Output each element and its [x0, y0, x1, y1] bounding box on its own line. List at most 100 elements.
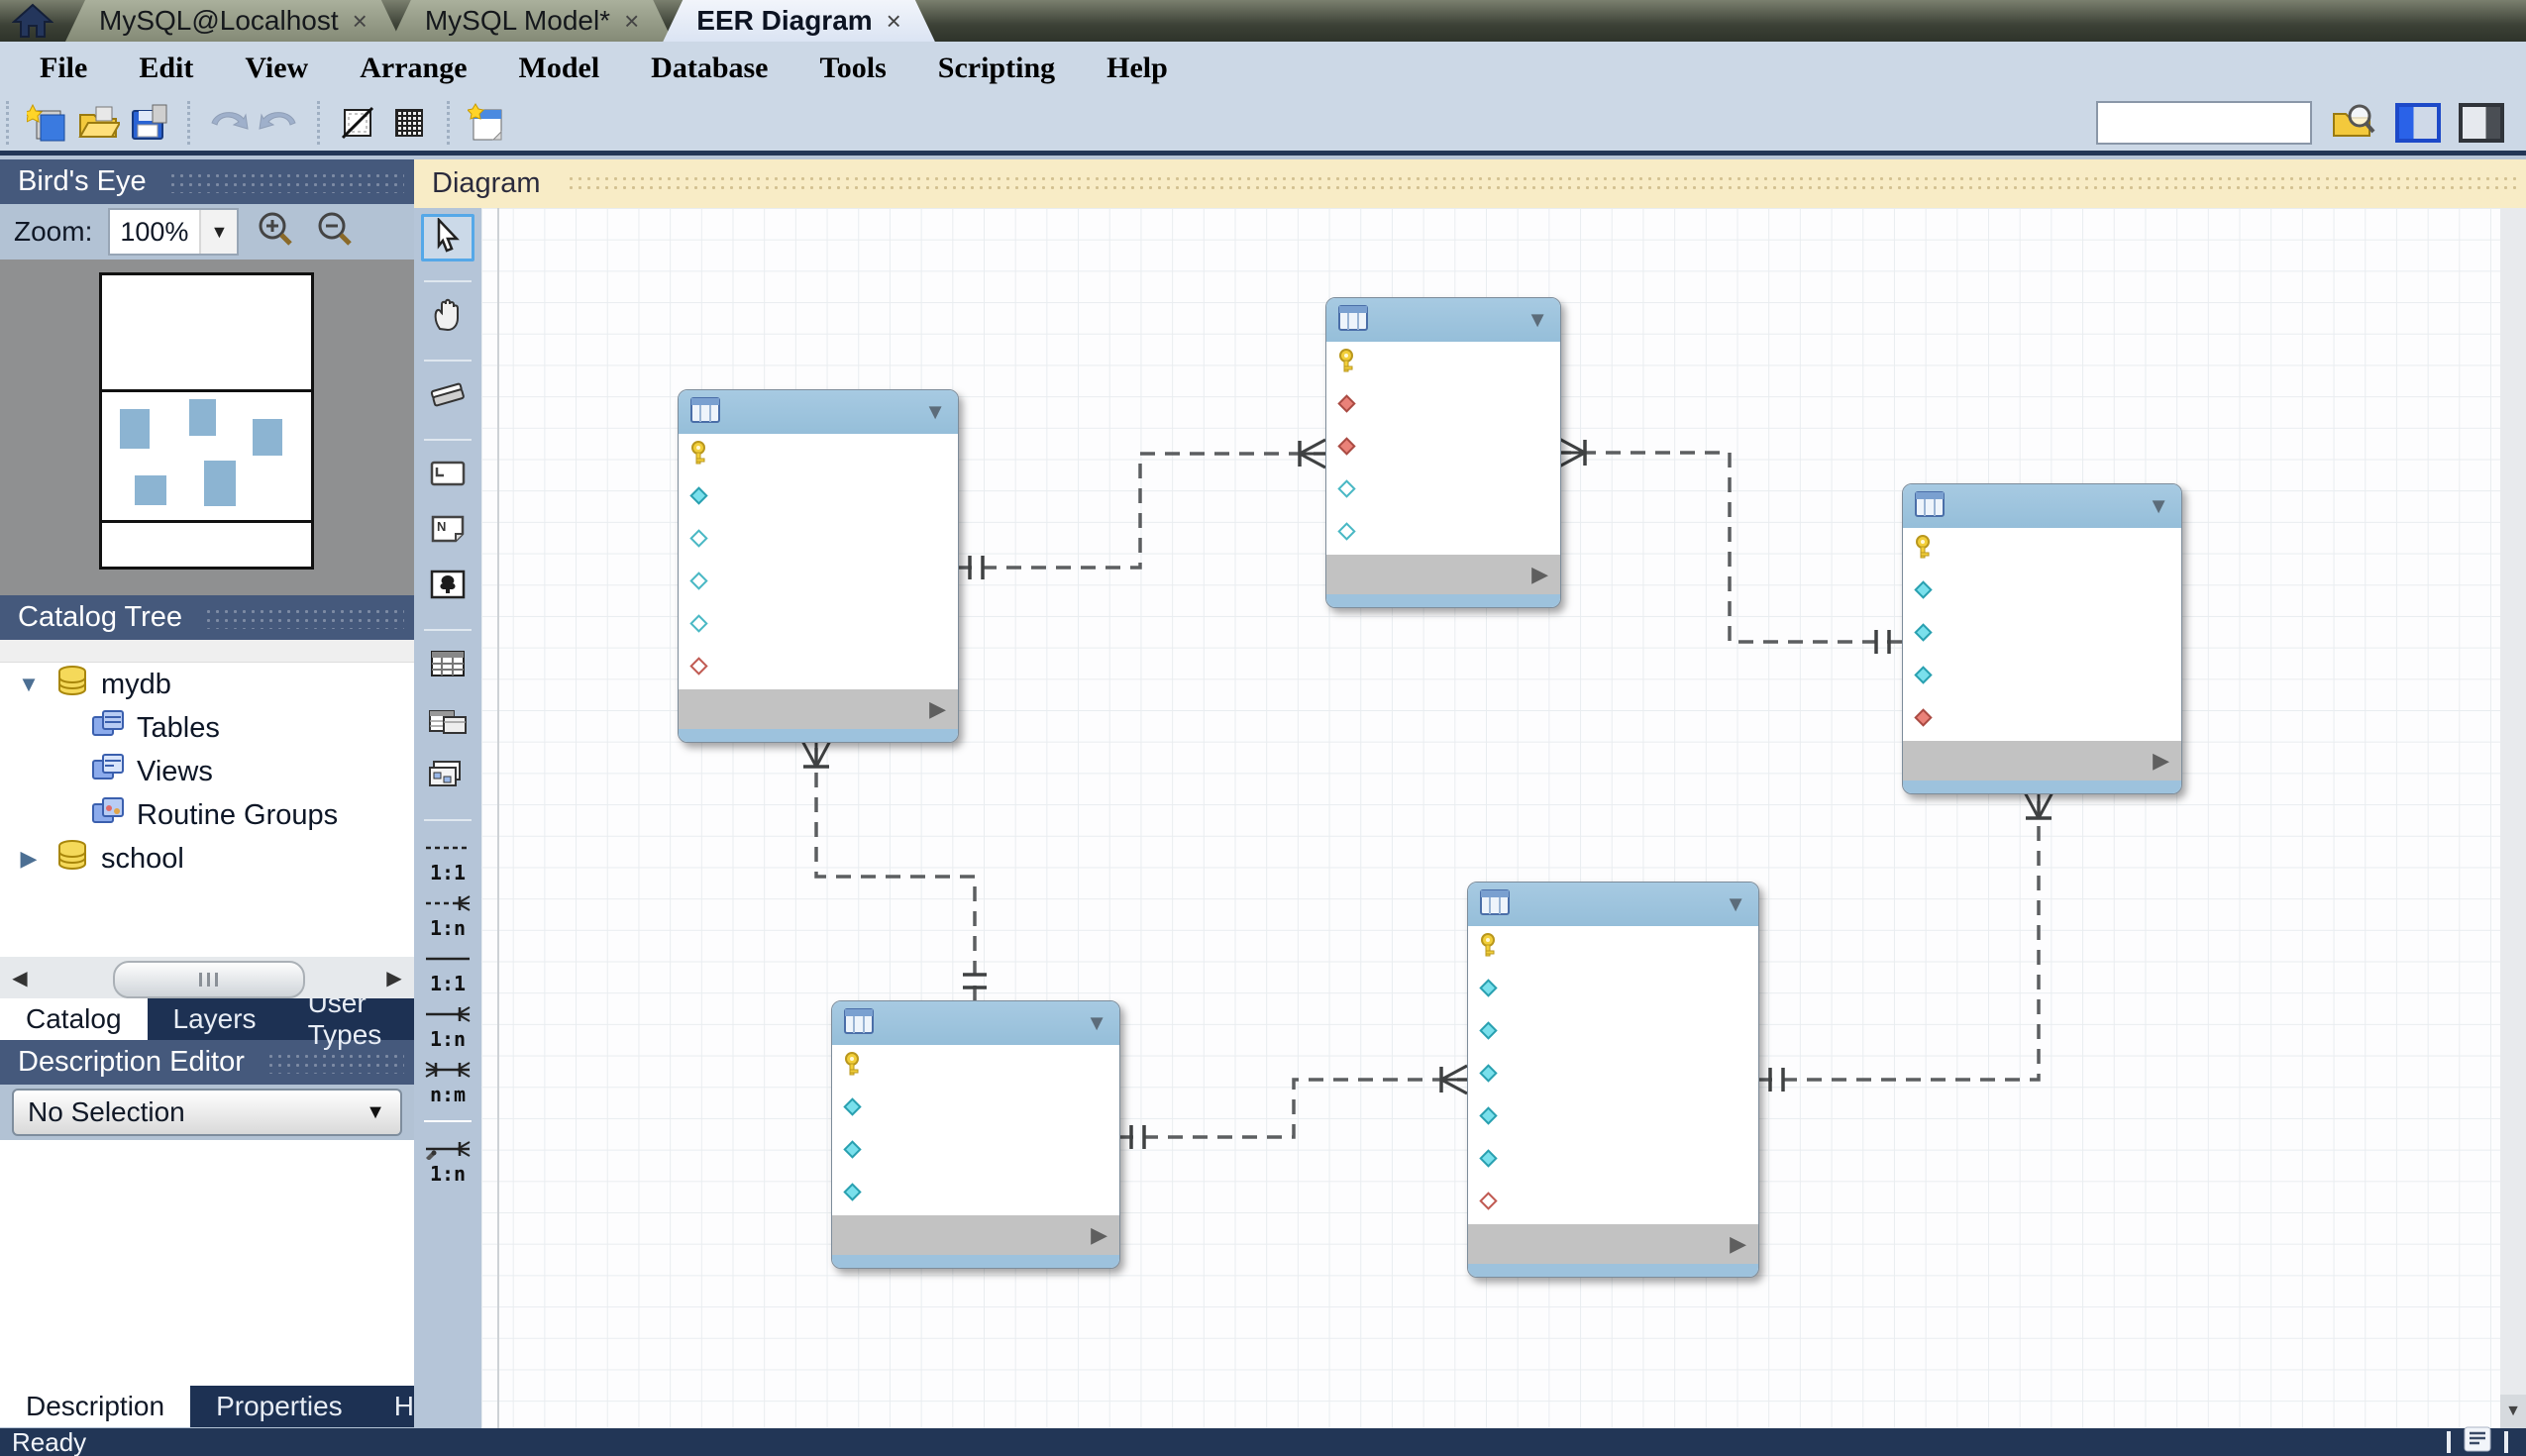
toggle-left-panel-button[interactable] [2395, 103, 2441, 143]
table-column[interactable] [679, 434, 958, 476]
table-column[interactable] [1326, 427, 1560, 469]
toggle-grid-icon[interactable] [383, 101, 435, 145]
table-column[interactable] [679, 647, 958, 689]
table-column[interactable] [679, 519, 958, 562]
close-icon[interactable]: × [624, 6, 639, 37]
zoom-dropdown-arrow-icon[interactable]: ▼ [199, 210, 237, 254]
menu-view[interactable]: View [219, 42, 334, 95]
collapse-caret-icon[interactable]: ▼ [1086, 1010, 1107, 1036]
tree-item-school[interactable]: ▶ school [0, 837, 414, 881]
collapse-caret-icon[interactable]: ▼ [2148, 493, 2169, 519]
zoom-select[interactable]: 100% ▼ [108, 208, 239, 256]
collapse-caret-icon[interactable]: ▼ [1725, 891, 1746, 917]
indexes-bar[interactable]: ▶ [1326, 555, 1560, 594]
table-column[interactable] [1468, 1139, 1758, 1182]
tool-rel-1-1-identifying[interactable]: 1:1 [421, 943, 474, 998]
collapse-caret-icon[interactable]: ▼ [924, 399, 946, 425]
table-column[interactable] [832, 1088, 1119, 1130]
search-icon[interactable] [2330, 100, 2377, 147]
table-tb_teacher[interactable]: ▼ ▶ [1467, 882, 1759, 1278]
table-header[interactable]: ▼ [832, 1001, 1119, 1045]
tab-catalog[interactable]: Catalog [0, 998, 148, 1040]
close-icon[interactable]: × [887, 6, 901, 37]
tool-rel-1-1-non-identifying[interactable]: 1:1 [421, 832, 474, 887]
relationship-tb_course-tb_record[interactable] [1559, 439, 1902, 654]
tool-place-image[interactable] [421, 563, 474, 610]
close-icon[interactable]: × [353, 6, 368, 37]
table-column[interactable] [832, 1130, 1119, 1173]
save-model-icon[interactable] [124, 101, 175, 145]
toggle-right-panel-button[interactable] [2459, 103, 2504, 143]
tool-place-note[interactable]: N [421, 507, 474, 555]
tool-rel-1-n-identifying[interactable]: 1:n [421, 998, 474, 1054]
expand-arrow-icon[interactable]: ▶ [1091, 1222, 1107, 1248]
collapse-caret-icon[interactable]: ▼ [1526, 307, 1548, 333]
indexes-bar[interactable]: ▶ [832, 1215, 1119, 1255]
indexes-bar[interactable]: ▶ [679, 689, 958, 729]
indexes-bar[interactable]: ▶ [1903, 741, 2181, 780]
tab-description[interactable]: Description [0, 1386, 190, 1427]
tool-place-routine-group[interactable] [421, 753, 474, 800]
table-column[interactable] [1468, 1054, 1758, 1096]
table-header[interactable]: ▼ [1903, 484, 2181, 528]
table-column[interactable] [1468, 926, 1758, 969]
table-header[interactable]: ▼ [1326, 298, 1560, 342]
menu-arrange[interactable]: Arrange [334, 42, 492, 95]
menu-edit[interactable]: Edit [113, 42, 219, 95]
tab-properties[interactable]: Properties [190, 1386, 368, 1427]
tool-place-layer[interactable] [421, 452, 474, 499]
table-tb_student[interactable]: ▼ ▶ [678, 389, 959, 743]
relationship-tb_student-tb_record[interactable] [957, 440, 1325, 579]
menu-help[interactable]: Help [1081, 42, 1194, 95]
zoom-in-icon[interactable] [255, 210, 298, 255]
relationship-tb_college-tb_teacher[interactable] [1118, 1066, 1467, 1149]
table-column[interactable] [832, 1045, 1119, 1088]
tool-rel-1-n-existing-columns[interactable]: 1:n [421, 1133, 474, 1189]
table-column[interactable] [1468, 1182, 1758, 1224]
tab-layers[interactable]: Layers [148, 998, 282, 1040]
expand-arrow-icon[interactable]: ▶ [1730, 1231, 1746, 1257]
indexes-bar[interactable]: ▶ [1468, 1224, 1758, 1264]
window-tab-eer-diagram[interactable]: EER Diagram × [663, 0, 935, 42]
relationship-tb_teacher-tb_course[interactable] [1757, 792, 2052, 1092]
zoom-out-icon[interactable] [314, 210, 358, 255]
scroll-track[interactable] [40, 957, 374, 998]
tool-delete[interactable] [421, 372, 474, 420]
new-diagram-icon[interactable] [462, 101, 513, 145]
table-column[interactable] [1903, 571, 2181, 613]
table-column[interactable] [679, 604, 958, 647]
home-tab[interactable] [0, 0, 65, 42]
table-tb_course[interactable]: ▼ ▶ [1902, 483, 2182, 794]
expander-right-icon[interactable]: ▶ [14, 846, 44, 872]
birds-eye-minimap[interactable] [0, 260, 414, 595]
tree-item-routine-groups[interactable]: Routine Groups [0, 793, 414, 837]
minimap-page[interactable] [99, 272, 314, 570]
expand-arrow-icon[interactable]: ▶ [929, 696, 946, 722]
tool-place-view[interactable] [421, 697, 474, 745]
tree-item-tables[interactable]: Tables [0, 706, 414, 750]
table-column[interactable] [1326, 384, 1560, 427]
description-text-area[interactable] [0, 1140, 414, 1386]
table-header[interactable]: ▼ [1468, 883, 1758, 926]
tool-rel-1-n-non-identifying[interactable]: 1:n [421, 887, 474, 943]
table-column[interactable] [1326, 512, 1560, 555]
menu-tools[interactable]: Tools [794, 42, 912, 95]
undo-icon[interactable] [202, 101, 254, 145]
window-tab-mysql-model-[interactable]: MySQL Model* × [391, 0, 673, 42]
table-column[interactable] [832, 1173, 1119, 1215]
diagram-canvas[interactable]: ▼ ▶ ▼ [481, 208, 2500, 1428]
expand-arrow-icon[interactable]: ▶ [2153, 748, 2169, 774]
table-column[interactable] [1468, 969, 1758, 1011]
table-column[interactable] [1468, 1011, 1758, 1054]
relationship-tb_college-tb_student[interactable] [802, 741, 987, 1000]
new-document-icon[interactable] [21, 101, 72, 145]
menu-file[interactable]: File [14, 42, 113, 95]
scroll-left-icon[interactable]: ◀ [0, 957, 40, 998]
toggle-grid-snap-icon[interactable] [332, 101, 383, 145]
redo-icon[interactable] [254, 101, 305, 145]
tool-place-table[interactable] [421, 642, 474, 689]
tree-horizontal-scrollbar[interactable]: ◀ ▶ [0, 957, 414, 998]
table-column[interactable] [1903, 613, 2181, 656]
tree-item-mydb[interactable]: ▼ mydb [0, 663, 414, 706]
menu-model[interactable]: Model [493, 42, 626, 95]
